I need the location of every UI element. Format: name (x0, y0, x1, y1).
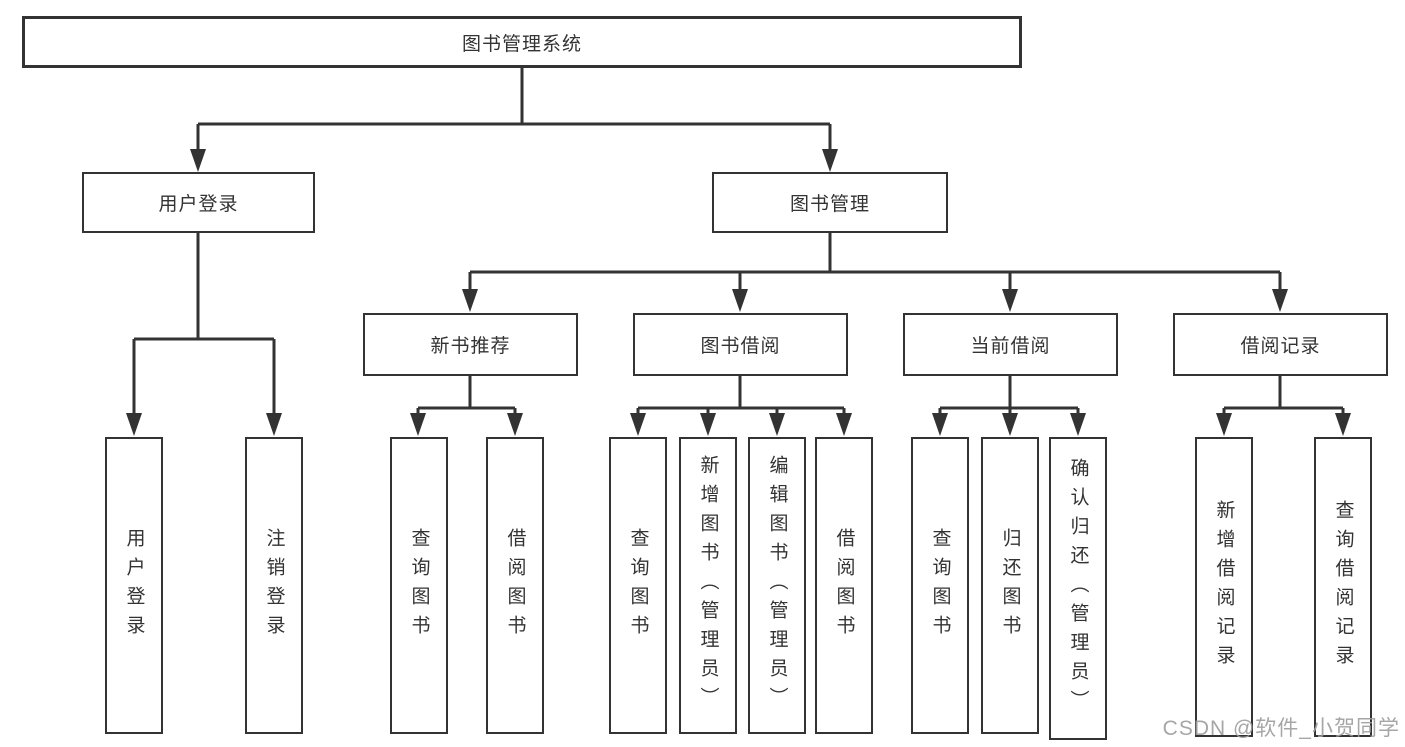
leaf-add-borrow-record-label: 新增借阅记录 (1213, 500, 1235, 674)
leaf-recommend-borrow-book: 借阅图书 (486, 437, 544, 734)
leaf-logout-label: 注销登录 (263, 527, 285, 644)
leaf-confirm-return-admin: 确认归还（管理员） (1049, 437, 1107, 740)
node-system-root-label: 图书管理系统 (461, 33, 582, 55)
leaf-borrow-book-label: 借阅图书 (833, 527, 855, 644)
leaf-user-login: 用户登录 (105, 437, 163, 734)
node-book-management: 图书管理 (712, 172, 948, 233)
leaf-borrow-query-book: 查询图书 (609, 437, 667, 734)
node-borrow-record: 借阅记录 (1173, 313, 1388, 376)
node-borrow-record-label: 借阅记录 (1240, 336, 1321, 357)
leaf-current-query-book-label: 查询图书 (929, 527, 951, 644)
leaf-return-book: 归还图书 (981, 437, 1039, 734)
leaf-confirm-return-admin-label: 确认归还（管理员） (1067, 458, 1089, 719)
leaf-borrow-book: 借阅图书 (815, 437, 873, 734)
leaf-borrow-query-book-label: 查询图书 (627, 527, 649, 644)
node-new-book-recommend-label: 新书推荐 (430, 336, 511, 357)
leaf-recommend-query-book-label: 查询图书 (408, 527, 430, 644)
connector-path (132, 68, 1345, 415)
leaf-add-book-admin: 新增图书（管理员） (679, 437, 737, 734)
csdn-watermark: CSDN @软件_小贺同学 (1162, 717, 1400, 740)
leaf-query-borrow-record: 查询借阅记录 (1314, 437, 1372, 737)
leaf-user-login-label: 用户登录 (123, 527, 145, 644)
leaf-add-borrow-record: 新增借阅记录 (1195, 437, 1253, 737)
node-book-borrow-label: 图书借阅 (700, 336, 781, 357)
node-user-login: 用户登录 (82, 172, 315, 233)
arrowheads (126, 149, 1351, 436)
node-book-management-label: 图书管理 (789, 194, 870, 215)
leaf-return-book-label: 归还图书 (999, 527, 1021, 644)
node-user-login-label: 用户登录 (158, 194, 239, 215)
leaf-recommend-query-book: 查询图书 (390, 437, 448, 734)
node-current-borrow-label: 当前借阅 (970, 336, 1051, 357)
leaf-edit-book-admin-label: 编辑图书（管理员） (766, 455, 788, 716)
node-new-book-recommend: 新书推荐 (363, 313, 578, 376)
leaf-recommend-borrow-book-label: 借阅图书 (504, 527, 526, 644)
leaf-logout: 注销登录 (245, 437, 303, 734)
node-book-borrow: 图书借阅 (633, 313, 848, 376)
node-current-borrow: 当前借阅 (903, 313, 1118, 376)
leaf-query-borrow-record-label: 查询借阅记录 (1332, 500, 1354, 674)
leaf-edit-book-admin: 编辑图书（管理员） (748, 437, 806, 734)
node-system-root: 图书管理系统 (22, 16, 1022, 68)
leaf-add-book-admin-label: 新增图书（管理员） (697, 455, 719, 716)
leaf-current-query-book: 查询图书 (911, 437, 969, 734)
